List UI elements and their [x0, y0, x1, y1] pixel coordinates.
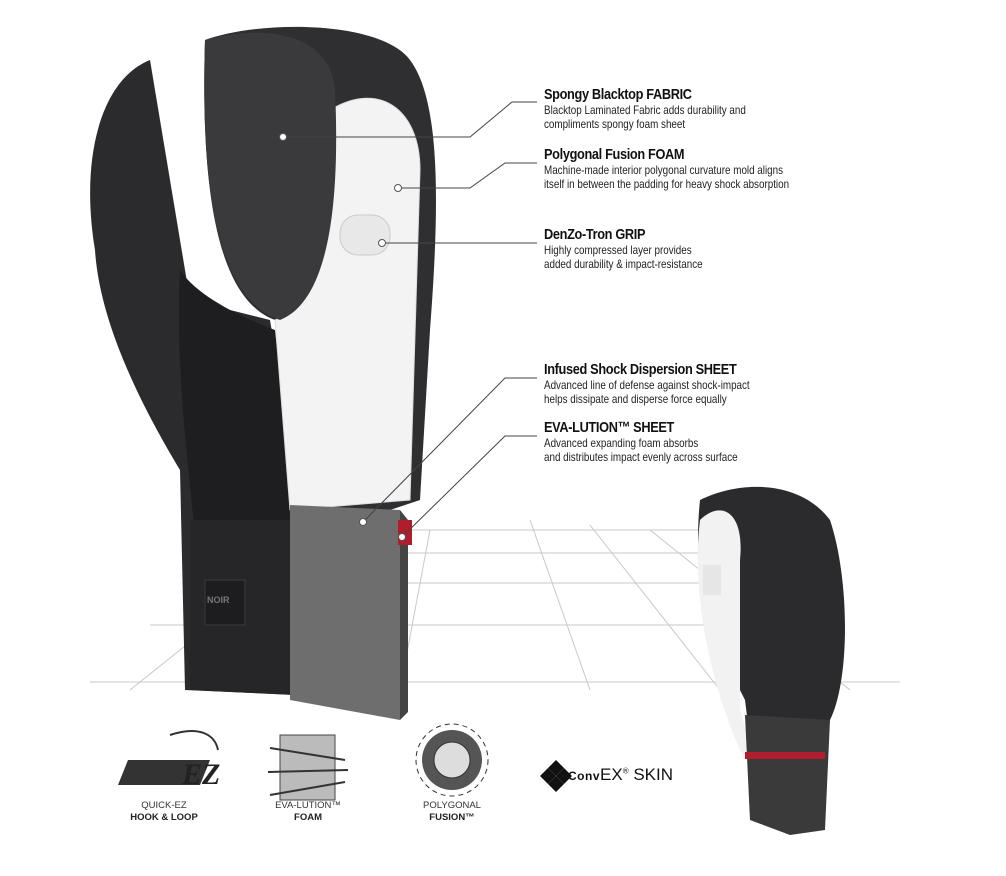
convex-skin-icon — [540, 760, 572, 792]
callout-polygonal-fusion-foam: Polygonal Fusion FOAM Machine-made inter… — [544, 146, 790, 191]
callout-blacktop-fabric: Spongy Blacktop FABRIC Blacktop Laminate… — [544, 86, 746, 131]
quick-ez-icon: EZ — [118, 730, 220, 791]
glove-main — [90, 26, 436, 720]
eva-lution-foam-icon — [267, 734, 349, 801]
glove-brand-label: NOIR — [207, 595, 230, 605]
callout-shock-dispersion-sheet: Infused Shock Dispersion SHEET Advanced … — [544, 361, 750, 406]
callout-leaders — [283, 101, 537, 538]
polygonal-fusion-icon — [415, 723, 489, 797]
svg-text:EZ: EZ — [181, 758, 220, 791]
glove-side — [697, 486, 845, 835]
callout-eva-lution-sheet: EVA-LUTION™ SHEET Advanced expanding foa… — [544, 419, 738, 464]
callout-denzo-tron-grip: DenZo-Tron GRIP Highly compressed layer … — [544, 226, 703, 271]
convex-skin-logo: ConvEX® SKIN — [568, 765, 673, 784]
callout-markers — [279, 133, 406, 541]
